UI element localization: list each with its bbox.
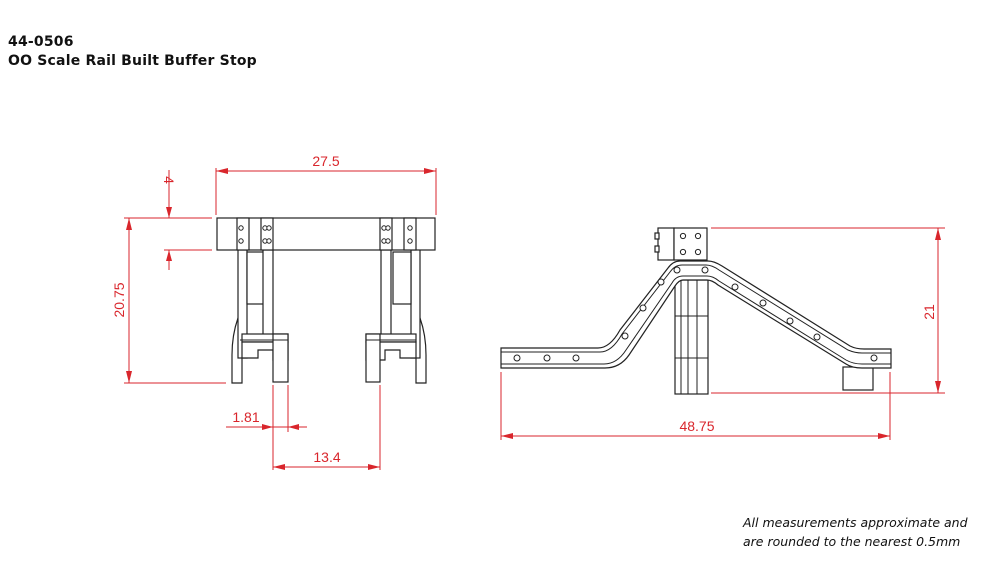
product-code: 44-0506 — [8, 34, 74, 50]
dim-side-length: 48.75 — [500, 372, 891, 440]
measurement-note: All measurements approximate and are rou… — [743, 513, 968, 551]
note-line-1: All measurements approximate and — [743, 515, 968, 530]
dim-label-beam-height: 4 — [161, 176, 177, 184]
dim-gauge: 13.4 — [273, 385, 381, 470]
dim-rail-width: 1.81 — [226, 385, 307, 470]
dim-beam-height: 4 — [124, 170, 212, 270]
dim-label-rail-width: 1.81 — [232, 409, 259, 425]
sleeper-stack — [674, 279, 709, 395]
dim-label-side-height: 21 — [921, 304, 937, 320]
right-leg-assembly — [365, 247, 427, 384]
left-leg-assembly — [231, 247, 289, 384]
bent-rail — [500, 260, 892, 369]
dim-label-overall-height: 20.75 — [111, 282, 127, 317]
note-line-2: are rounded to the nearest 0.5mm — [743, 534, 961, 549]
side-view: 21 48.75 — [500, 227, 945, 440]
dim-overall-width: 27.5 — [215, 153, 437, 215]
dim-label-overall-width: 27.5 — [312, 153, 339, 169]
dim-side-height: 21 — [711, 227, 945, 394]
product-name: OO Scale Rail Built Buffer Stop — [8, 53, 257, 69]
foot-block — [842, 366, 874, 391]
dim-label-gauge: 13.4 — [313, 449, 340, 465]
front-view: 27.5 4 20.75 1.81 — [111, 153, 437, 470]
buffer-beam — [216, 217, 436, 251]
buffer-block — [654, 227, 708, 261]
dim-overall-height: 20.75 — [111, 218, 226, 384]
title-block: 44-0506 OO Scale Rail Built Buffer Stop — [8, 33, 257, 71]
dim-label-side-length: 48.75 — [679, 418, 714, 434]
